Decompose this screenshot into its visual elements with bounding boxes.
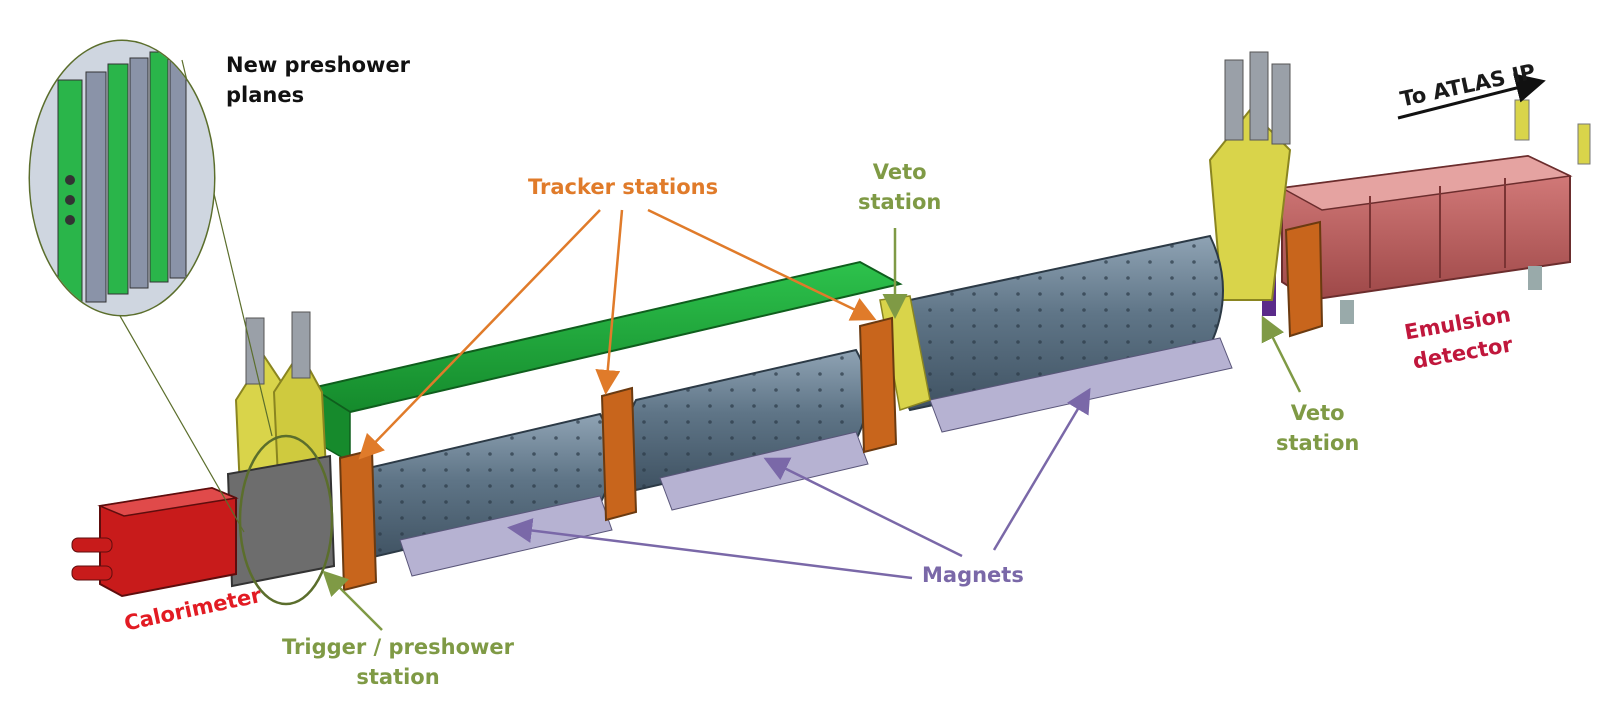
emulsion-detector-box [1279, 99, 1591, 324]
label-magnets: Magnets [922, 563, 1024, 587]
magnet-3 [896, 234, 1233, 433]
preshower-zoom-inset [28, 39, 216, 317]
calorimeter-box [71, 486, 239, 598]
tracker-station-1 [338, 448, 378, 592]
label-veto-station-right: Veto station [1276, 401, 1360, 455]
trigger-preshower-block [226, 454, 336, 588]
label-tracker-stations: Tracker stations [528, 175, 719, 199]
label-trigger-preshower-station: Trigger / preshower station [282, 635, 515, 689]
label-veto-station-middle: Veto station [858, 160, 942, 214]
tracker-station-2 [600, 386, 638, 522]
magnet-1 [347, 412, 613, 577]
magnet-2 [623, 348, 869, 511]
tracker-station-3 [858, 316, 898, 454]
atlas-arrow [1397, 73, 1546, 120]
label-new-preshower-planes: New preshower planes [226, 53, 411, 107]
left-yellow-cones [234, 311, 328, 492]
right-yellow-cone [1208, 51, 1292, 301]
tracker-arrows [358, 208, 877, 460]
magnet-arrows [507, 387, 1091, 580]
veto-arrows [322, 228, 1302, 631]
preshower-highlight-ellipse [238, 434, 334, 606]
